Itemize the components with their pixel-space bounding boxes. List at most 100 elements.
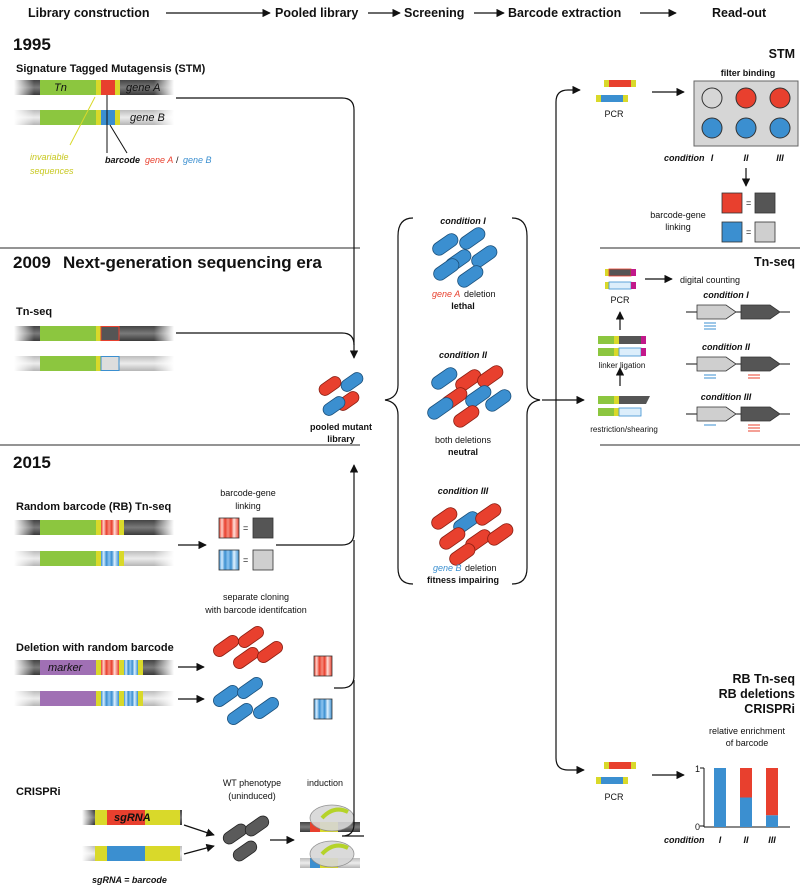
red-clone-cells bbox=[213, 626, 283, 669]
rb-pcr-label: PCR bbox=[604, 792, 624, 802]
stm-link-eq-2: = bbox=[746, 227, 751, 237]
tnseq-construct-b bbox=[14, 356, 174, 371]
step-library-construction: Library construction bbox=[28, 6, 150, 20]
y-tick-0: 0 bbox=[695, 822, 700, 832]
deletion-title: Deletion with random barcode bbox=[16, 642, 174, 654]
x-tick-III: III bbox=[768, 835, 776, 845]
gene-b-arrow bbox=[696, 304, 737, 320]
crispri-title: CRISPRi bbox=[16, 786, 61, 798]
stm-roman-1: I bbox=[711, 153, 714, 163]
step-screening: Screening bbox=[404, 6, 464, 20]
era-2015: 2015 bbox=[13, 453, 51, 472]
step-barcode-extraction: Barcode extraction bbox=[508, 6, 621, 20]
rb-readout-title-2: RB deletions bbox=[719, 687, 795, 701]
linker-label: linker ligation bbox=[599, 361, 646, 370]
filter-spot-blue-2 bbox=[735, 117, 757, 139]
screen-c1-deletion: deletion bbox=[464, 289, 496, 299]
tnseq-pcr-fragments bbox=[605, 268, 636, 290]
stm-readout-title: STM bbox=[769, 47, 795, 61]
screen-c2-desc: both deletions bbox=[435, 435, 492, 445]
sgrna-barcode-note: sgRNA = barcode bbox=[92, 875, 167, 885]
stm-roman-2: II bbox=[743, 153, 749, 163]
crispri-connector bbox=[341, 680, 364, 837]
dcas9-complex-a bbox=[300, 804, 360, 832]
header: Library construction Pooled library Scre… bbox=[28, 6, 767, 20]
crispri-arrow-a bbox=[183, 824, 215, 837]
enrichment-label-2: of barcode bbox=[726, 738, 769, 748]
bar-III-s2 bbox=[766, 768, 778, 816]
stm-link-light bbox=[754, 221, 776, 243]
wt-phenotype-2: (uninduced) bbox=[228, 791, 276, 801]
gene-b-arrow bbox=[696, 356, 737, 372]
tnseq-track-2: condition II bbox=[686, 342, 790, 379]
crispri-arrow-b bbox=[183, 843, 215, 855]
wt-phenotype-1: WT phenotype bbox=[223, 778, 281, 788]
tnseq-pcr-label: PCR bbox=[610, 295, 630, 305]
era-2009-title: Next-generation sequencing era bbox=[63, 253, 322, 272]
crispri-section: CRISPRi sgRNA sgRNA = barcode WT phenoty… bbox=[16, 778, 360, 885]
stm-title: Signature Tagged Mutagensis (STM) bbox=[16, 63, 206, 75]
stm-pcr-label: PCR bbox=[604, 109, 624, 119]
tnseq-readout-title: Tn-seq bbox=[754, 255, 795, 269]
stm-link-blue bbox=[721, 221, 743, 243]
rb-eq-2: = bbox=[243, 555, 248, 565]
tnseq-track-label: condition III bbox=[701, 392, 752, 402]
screening-brace-right bbox=[511, 217, 541, 585]
pool-label-1: pooled mutant bbox=[310, 422, 372, 432]
rb-title: Random barcode (RB) Tn-seq bbox=[16, 501, 171, 513]
bar-III-s1 bbox=[766, 815, 778, 827]
rb-readout: RB Tn-seq RB deletions CRISPRi relative … bbox=[664, 672, 795, 845]
deletion-section: Deletion with random barcode marker sepa… bbox=[14, 592, 333, 725]
stm-link-label-2: linking bbox=[665, 222, 691, 232]
separate-cloning-1: separate cloning bbox=[223, 592, 289, 602]
stm-construct-gene-b: gene B bbox=[14, 110, 174, 125]
step-pooled-library: Pooled library bbox=[275, 6, 358, 20]
screen-c3-deletion: deletion bbox=[465, 563, 497, 573]
rb-gene-dark bbox=[252, 517, 274, 539]
gene-a-arrow bbox=[740, 356, 781, 372]
screen-c1-effect: lethal bbox=[451, 301, 475, 311]
barcode-slash: / bbox=[176, 155, 179, 165]
filter-binding-label: filter binding bbox=[721, 68, 776, 78]
branch-rb bbox=[555, 400, 585, 775]
separate-cloning-2: with barcode identifcation bbox=[204, 605, 307, 615]
stm-tn-label: Tn bbox=[54, 82, 67, 94]
screen-condition-2: condition II both deletions neutral bbox=[427, 350, 512, 457]
tnseq-track-label: condition II bbox=[702, 342, 750, 352]
deletion-construct-b bbox=[14, 691, 174, 706]
stm-link-dark bbox=[754, 192, 776, 214]
tnseq-title: Tn-seq bbox=[16, 306, 52, 318]
invariable-pointer bbox=[69, 96, 96, 146]
stm-gene-a-label: gene A bbox=[126, 82, 160, 94]
era-1995: 1995 bbox=[13, 35, 51, 54]
rb-barcode-blue bbox=[218, 549, 240, 571]
bar-II-s2 bbox=[740, 768, 752, 798]
restriction-label: restriction/shearing bbox=[590, 425, 658, 434]
stm-link-label-1: barcode-gene bbox=[650, 210, 706, 220]
tnseq-construct-a bbox=[14, 326, 174, 341]
tnseq-section: Tn-seq bbox=[14, 306, 174, 371]
rb-barcode-red bbox=[218, 517, 240, 539]
x-tick-I: I bbox=[719, 835, 722, 845]
tnseq-track-3: condition III bbox=[686, 392, 790, 432]
stm-readout: STM filter binding condition I II III ba… bbox=[650, 47, 799, 243]
branch-stm bbox=[555, 85, 581, 400]
rb-section: Random barcode (RB) Tn-seq barcode-gene … bbox=[14, 488, 276, 571]
x-tick-II: II bbox=[743, 835, 749, 845]
barcode-gene-a: gene A bbox=[145, 155, 173, 165]
tnseq-track-1: condition I bbox=[686, 290, 790, 330]
rb-construct-b bbox=[14, 551, 174, 566]
gene-a-arrow bbox=[740, 406, 781, 422]
deletion-barcode-blue bbox=[313, 698, 333, 720]
screen-c2-label: condition II bbox=[439, 350, 487, 360]
stm-link-eq-1: = bbox=[746, 198, 751, 208]
barcode-pointer-2 bbox=[109, 124, 128, 154]
rb-readout-title-1: RB Tn-seq bbox=[733, 672, 796, 686]
stm-condition-label: condition bbox=[664, 153, 705, 163]
bar-I-s1 bbox=[714, 768, 726, 827]
crispri-construct-b bbox=[82, 846, 182, 861]
stm-to-pool-arrow bbox=[176, 97, 359, 359]
